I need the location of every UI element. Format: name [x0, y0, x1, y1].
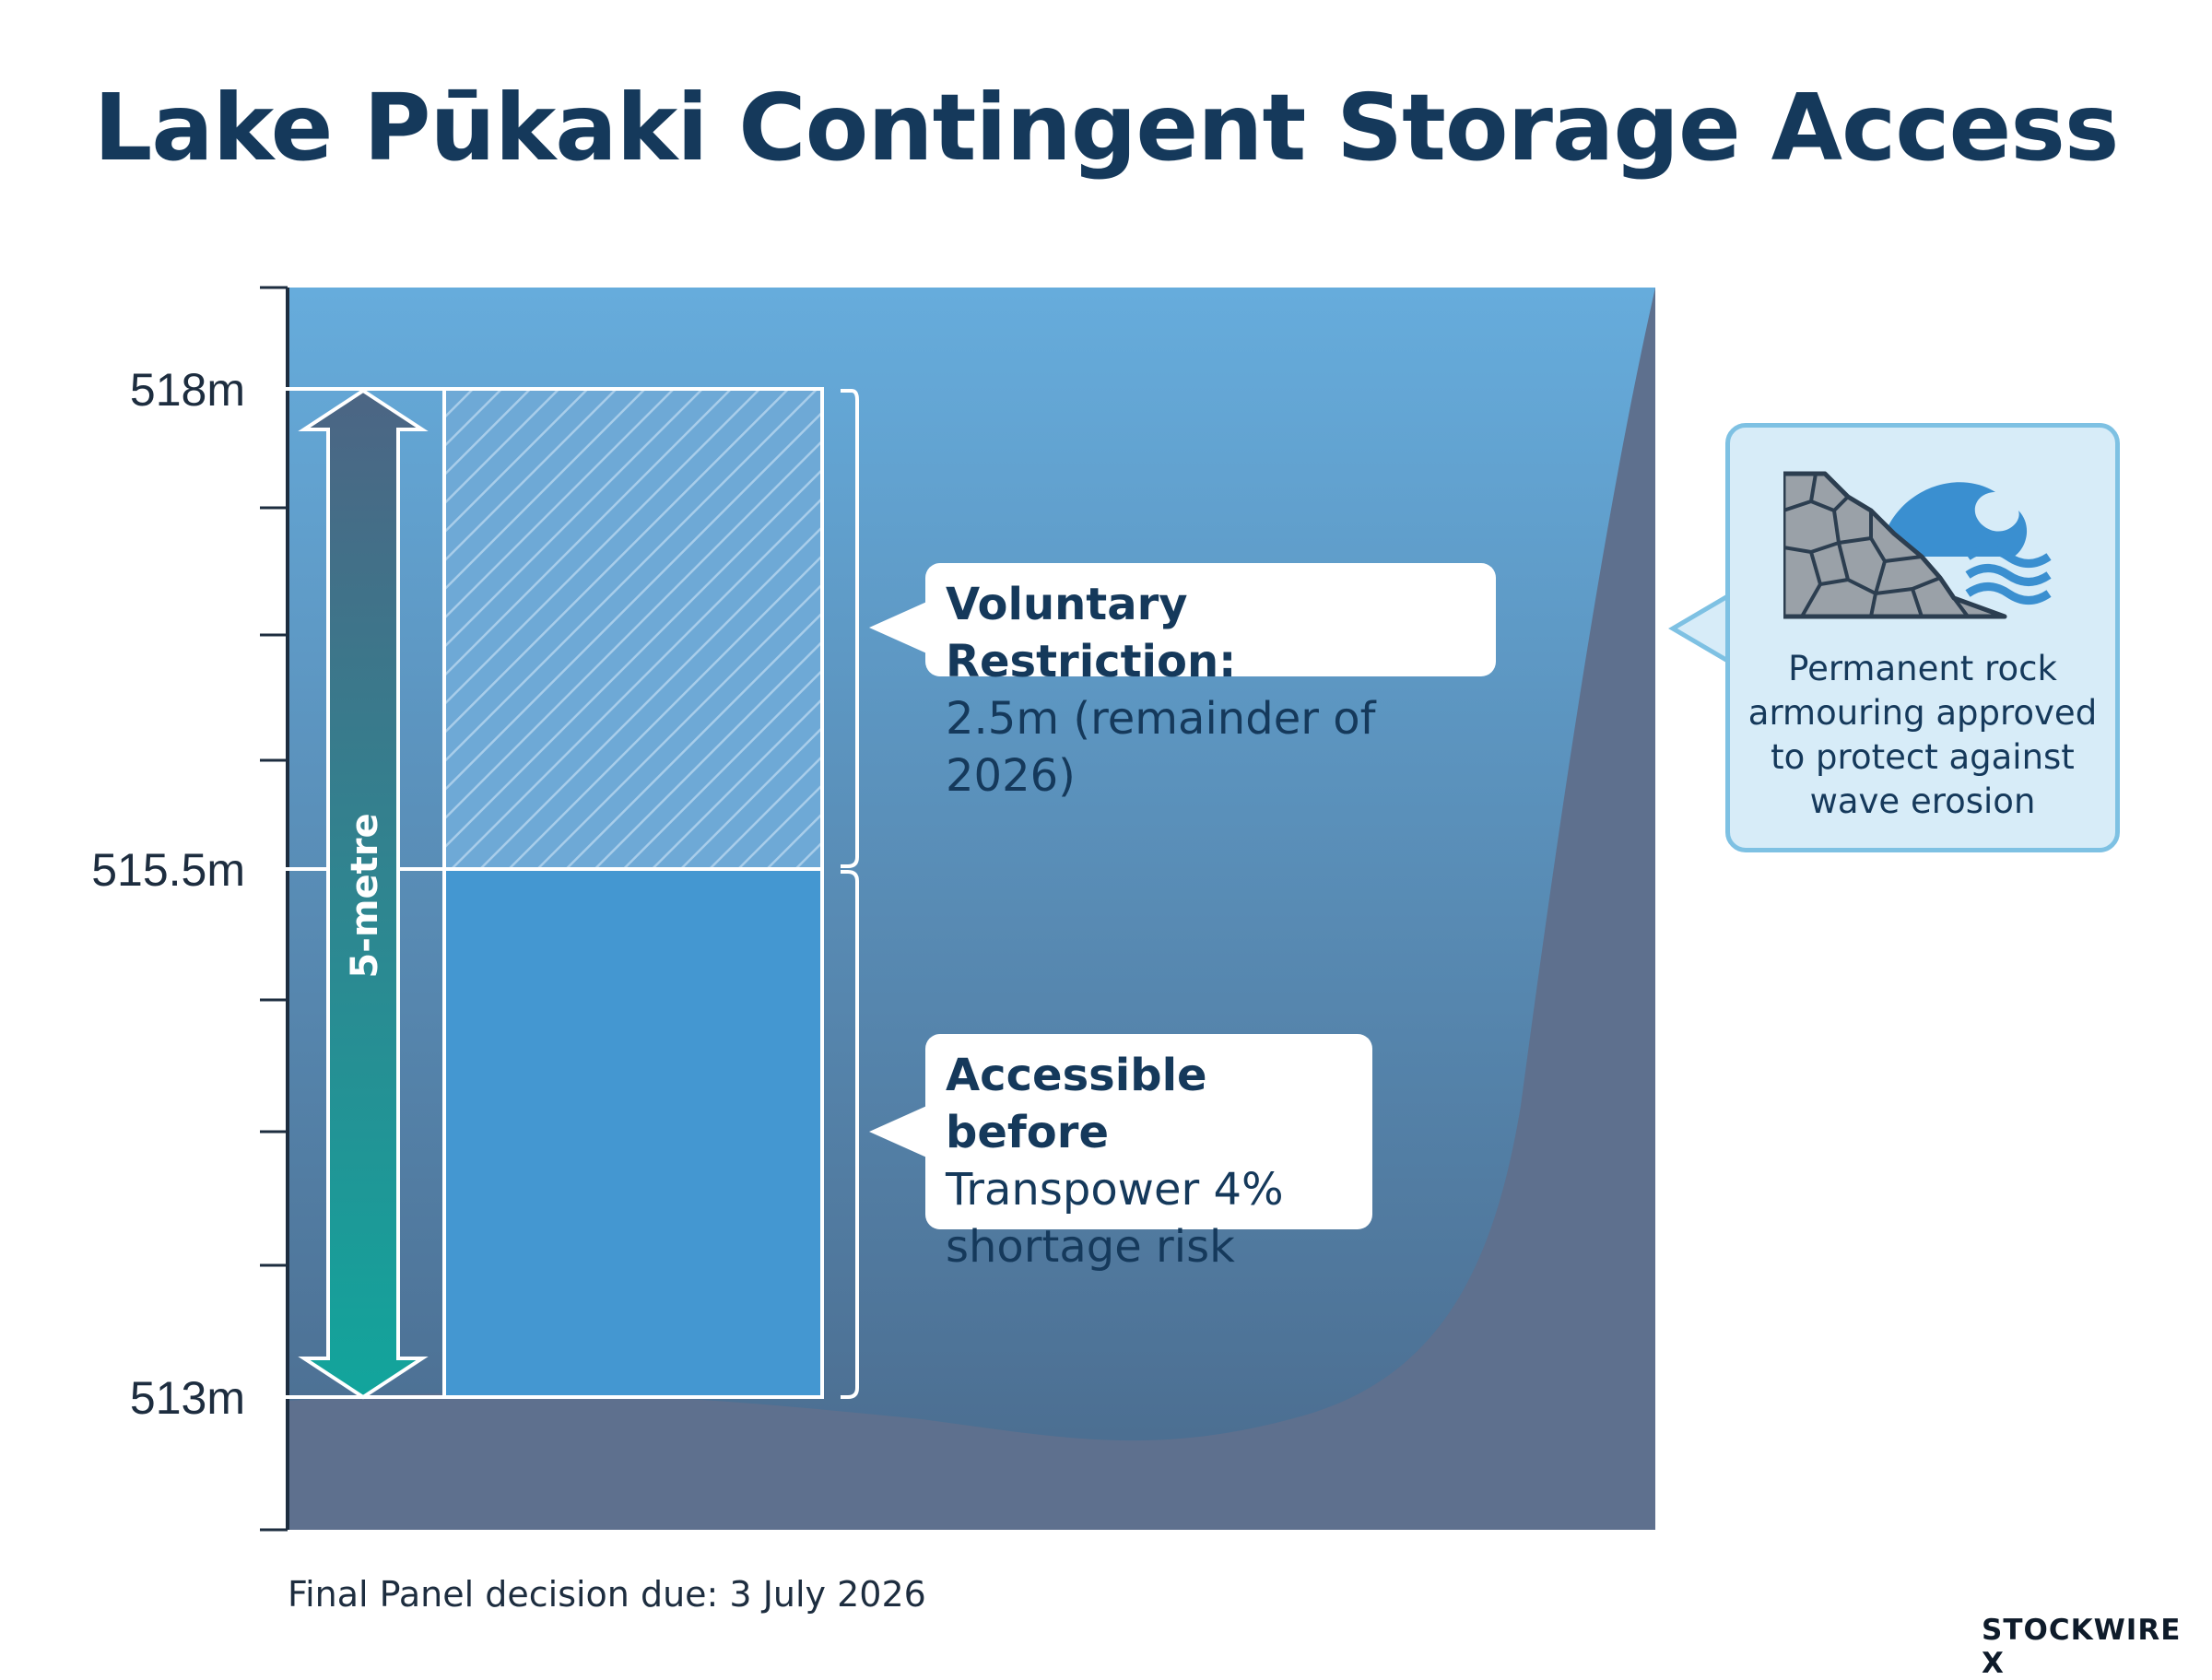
depth-range-label: 5-metre	[344, 813, 386, 978]
accessible-callout: Accessible before Transpower 4% shortage…	[925, 1034, 1372, 1273]
accessible-zone	[442, 867, 824, 1399]
footer-note: Final Panel decision due: 3 July 2026	[288, 1574, 926, 1615]
restricted-zone	[442, 387, 824, 871]
level-label-513: 513m	[130, 1372, 245, 1424]
accessible-detail-line2: shortage risk	[946, 1221, 1235, 1273]
rock-text-line: wave erosion	[1809, 781, 2036, 821]
brand-logo: STOCKWIRE X	[1982, 1614, 2182, 1680]
rock-text-line: Permanent rock	[1788, 649, 2057, 688]
restriction-callout: Voluntary Restriction: 2.5m (remainder o…	[925, 563, 1496, 802]
rock-text-line: to protect against	[1771, 737, 2075, 777]
lake-bed-terrain	[288, 288, 1655, 1530]
restriction-callout-pointer	[869, 600, 931, 655]
rock-wave-icon	[1783, 471, 2052, 619]
accessible-heading: Accessible before	[946, 1050, 1207, 1158]
accessible-callout-pointer	[869, 1104, 931, 1159]
level-label-518: 518m	[130, 364, 245, 416]
rock-armouring-text: Permanent rock armouring approved to pro…	[1730, 647, 2115, 824]
rock-armouring-callout: Permanent rock armouring approved to pro…	[1725, 423, 2120, 852]
rock-callout-pointer	[1668, 590, 1734, 667]
restriction-detail: 2.5m (remainder of 2026)	[946, 693, 1376, 802]
accessible-zone-bracket	[841, 870, 859, 1399]
restriction-heading: Voluntary Restriction:	[946, 579, 1237, 687]
level-label-515-5: 515.5m	[91, 844, 245, 896]
accessible-detail-line1: Transpower 4%	[946, 1164, 1284, 1216]
page-title: Lake Pūkaki Contingent Storage Access	[93, 74, 2120, 182]
rock-text-line: armouring approved	[1747, 693, 2098, 733]
y-axis-ticks	[260, 286, 288, 1532]
depth-range-arrow	[298, 388, 429, 1400]
restricted-zone-bracket	[841, 389, 859, 868]
